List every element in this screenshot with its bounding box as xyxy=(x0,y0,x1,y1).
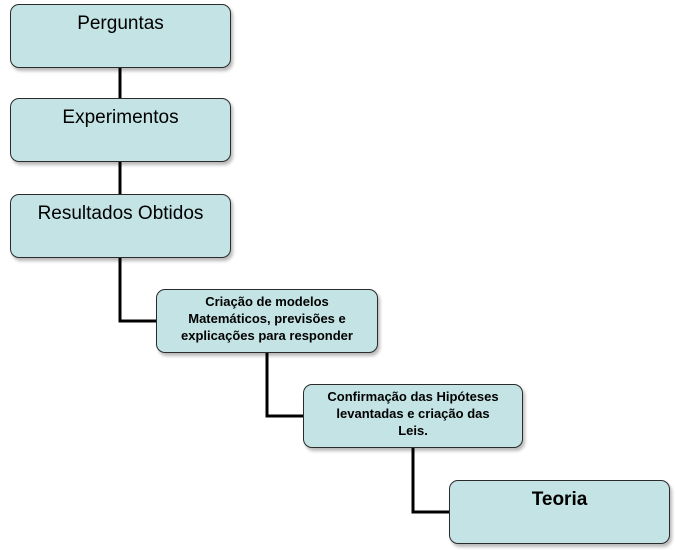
node-confirmacao-hipoteses-label: Confirmação das Hipóteses levantadas e c… xyxy=(327,389,499,438)
node-perguntas-label: Perguntas xyxy=(77,13,164,34)
node-confirmacao-hipoteses: Confirmação das Hipóteses levantadas e c… xyxy=(303,384,523,448)
node-teoria-label: Teoria xyxy=(531,489,588,510)
connector-modelos-confirmacao xyxy=(265,353,303,418)
node-experimentos: Experimentos xyxy=(10,98,231,162)
node-resultados-obtidos: Resultados Obtidos xyxy=(10,194,231,258)
connector-resultados-modelos xyxy=(118,258,156,323)
node-resultados-obtidos-label: Resultados Obtidos xyxy=(37,203,204,224)
node-experimentos-label: Experimentos xyxy=(62,107,179,128)
connector-confirmacao-teoria xyxy=(411,448,449,514)
node-criacao-modelos-label: Criação de modelos Matemáticos, previsõe… xyxy=(181,294,353,343)
node-teoria: Teoria xyxy=(449,480,670,544)
node-perguntas: Perguntas xyxy=(10,4,231,68)
node-criacao-modelos: Criação de modelos Matemáticos, previsõe… xyxy=(156,289,378,353)
